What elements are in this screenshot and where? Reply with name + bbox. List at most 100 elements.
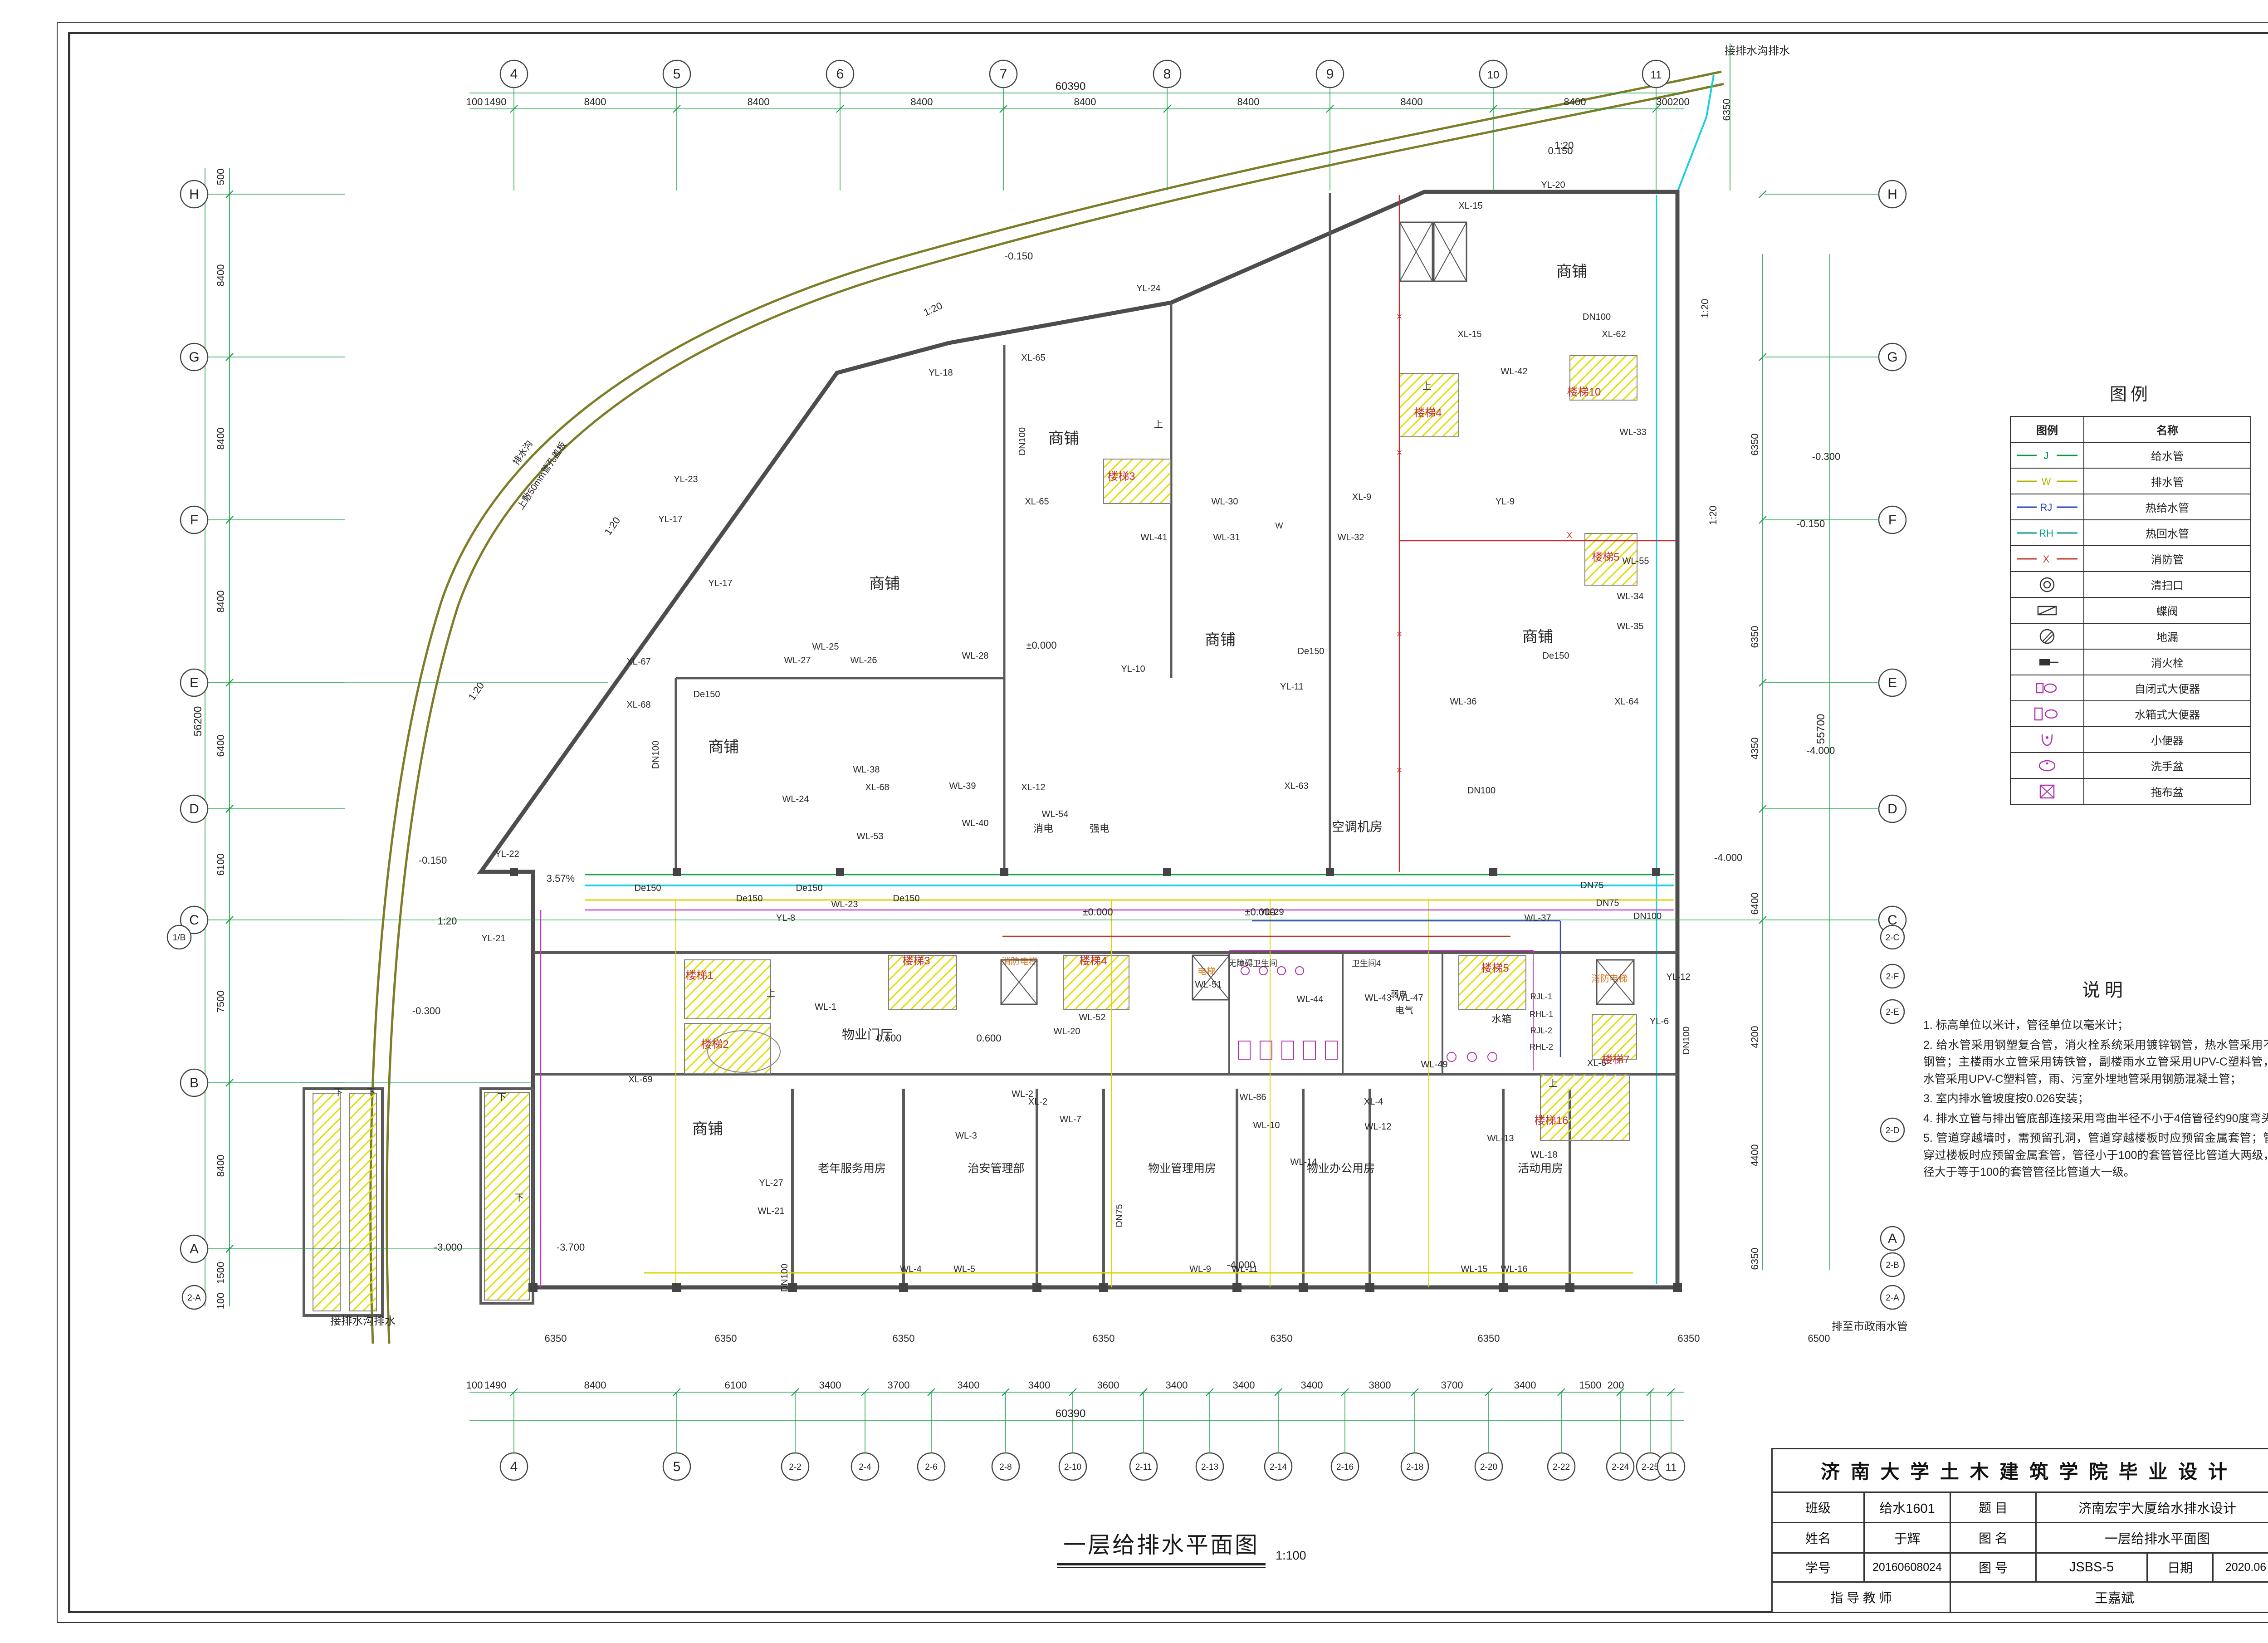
plan-label: YL-17 [658, 514, 682, 524]
plan-label: 下 [367, 1088, 376, 1098]
fire-main-pipe [479, 74, 1715, 1289]
dim-tick [1759, 190, 1767, 198]
plan-label: -0.150 [419, 855, 447, 866]
grid-bubble-label: 10 [1487, 69, 1500, 81]
dim-label: 1500 [215, 1262, 226, 1284]
grid-bubble [1880, 1285, 1905, 1310]
plan-label: 下 [497, 1092, 506, 1102]
grid-bubble-label: 2-F [1886, 972, 1899, 982]
dim-tick [1667, 1388, 1675, 1396]
building-walls [477, 190, 1680, 1290]
fire-riser-pipes [1002, 195, 1676, 937]
dim-label: 4350 [1749, 738, 1760, 760]
plan-label: 上 [1549, 1078, 1558, 1089]
grid-bubble-label: 2-C [1886, 933, 1900, 943]
dim-label: 8400 [215, 591, 226, 613]
plan-label: XL-12 [1021, 782, 1045, 792]
plan-label: 1:20 [1699, 299, 1711, 318]
plan-label: WL-16 [1501, 1264, 1528, 1274]
dim-label: 8400 [748, 96, 770, 108]
grid-bubble-label: 2-10 [1064, 1462, 1081, 1472]
grid-bubble-label: C [189, 913, 199, 928]
dim-tick [510, 1388, 518, 1396]
grid-bubble-label: 11 [1651, 69, 1662, 81]
plan-label: 上 [767, 988, 776, 998]
plan-label: DN100 [651, 741, 661, 769]
plan-label: 6350 [1093, 1333, 1115, 1344]
figure-no-label: 图 号 [1950, 1552, 2037, 1583]
note-item: 3. 室内排水管坡度按0.026安装； [1923, 1092, 2089, 1105]
plan-label: X [1567, 531, 1572, 540]
dim-tick [791, 1388, 799, 1396]
figure-name-label: 图 名 [1950, 1521, 2037, 1554]
grid-bubble-label: D [189, 802, 199, 817]
dim-label: 3700 [1441, 1379, 1463, 1391]
grid-bubble [1880, 999, 1905, 1024]
legend-item-name: 消防管 [2083, 545, 2251, 572]
dim-tick [999, 105, 1007, 113]
column [836, 868, 844, 876]
plan-label: 6500 [1808, 1333, 1830, 1344]
legend-row: 水箱式大便器 [2010, 700, 2251, 727]
elevator-shaft [1399, 222, 1433, 282]
dim-label: 1490 [484, 1379, 507, 1391]
rh-pipe-symbol: RH [2010, 519, 2084, 546]
plan-label: XL-64 [1614, 697, 1638, 707]
plan-label: 弱电 [1391, 990, 1407, 999]
dim-label: 6400 [215, 735, 226, 757]
dim-label: 3400 [1028, 1379, 1051, 1391]
title-block: 济 南 大 学 土 木 建 筑 学 院 毕 业 设 计 班级 给水1601 题 … [1771, 1448, 2268, 1614]
column [673, 868, 681, 876]
plan-label: XL-69 [628, 1075, 652, 1085]
plan-label: DN100 [1583, 312, 1611, 322]
notes-panel: 说明 1. 标高单位以米计，管径单位以毫米计；2. 给水管采用钢塑复合管，消火栓… [1923, 975, 2268, 1184]
w-pipe-symbol: W [2010, 468, 2084, 494]
plan-label: XL-65 [1021, 353, 1045, 363]
grid-bubble-label: B [190, 1076, 199, 1090]
plan-label: WL-12 [1365, 1122, 1392, 1132]
plan-label: 0.600 [876, 1032, 901, 1044]
legend-row: 地漏 [2010, 623, 2251, 650]
plan-label: 商铺 [869, 575, 900, 592]
plan-label: WL-44 [1297, 994, 1324, 1004]
elevator-shaft [1001, 959, 1037, 1005]
grid-bubble-label: H [1887, 187, 1897, 202]
plan-label: -3.700 [557, 1242, 585, 1253]
plan-label: XL-15 [1458, 201, 1482, 211]
grid-bubble-label: E [190, 675, 199, 690]
dim-label: 6350 [1749, 626, 1760, 648]
dim-total: 60390 [1056, 1408, 1086, 1420]
plan-label: 物业管理用房 [1148, 1162, 1216, 1175]
plan-label: XL-68 [626, 700, 650, 710]
plan-label: WL-31 [1213, 533, 1240, 543]
column [1652, 868, 1660, 876]
dim-label: 6400 [1749, 893, 1760, 915]
plan-label: De150 [893, 894, 920, 904]
grid-bubble-label: A [1888, 1231, 1897, 1246]
drawing-title: 一层给排水平面图 [1057, 1527, 1266, 1568]
plan-label: 1:20 [1707, 506, 1719, 525]
grid-bubble-label: F [1888, 513, 1897, 528]
fire-hydrant-symbol [2010, 649, 2084, 675]
plan-label: YL-10 [1121, 664, 1145, 674]
plan-label: ±0.000 [1026, 640, 1056, 651]
dim-tick [836, 105, 844, 113]
legend-item-name: 自闭式大便器 [2083, 675, 2251, 701]
dim-tick [510, 105, 518, 113]
plan-label: WL-18 [1531, 1150, 1558, 1160]
column [1099, 1283, 1108, 1292]
cleanout-symbol [2010, 571, 2084, 598]
grid-bubble-label: 5 [673, 67, 681, 82]
grid-bubble-label: 2-11 [1135, 1462, 1152, 1472]
svg-text:W: W [2042, 476, 2051, 487]
plan-label: ±0.000 [1245, 906, 1275, 918]
plan-label: 消防电梯 [1002, 956, 1038, 967]
plan-label: XL-68 [865, 782, 889, 792]
plan-label: WL-55 [1623, 556, 1649, 566]
grid-bubble-label: 2-16 [1336, 1462, 1354, 1472]
plan-label: 楼梯2 [701, 1038, 728, 1051]
dim-tick [1163, 105, 1171, 113]
dim-total: 60390 [1056, 80, 1086, 93]
dim-tick [673, 105, 681, 113]
dim-tick [1069, 1388, 1077, 1396]
